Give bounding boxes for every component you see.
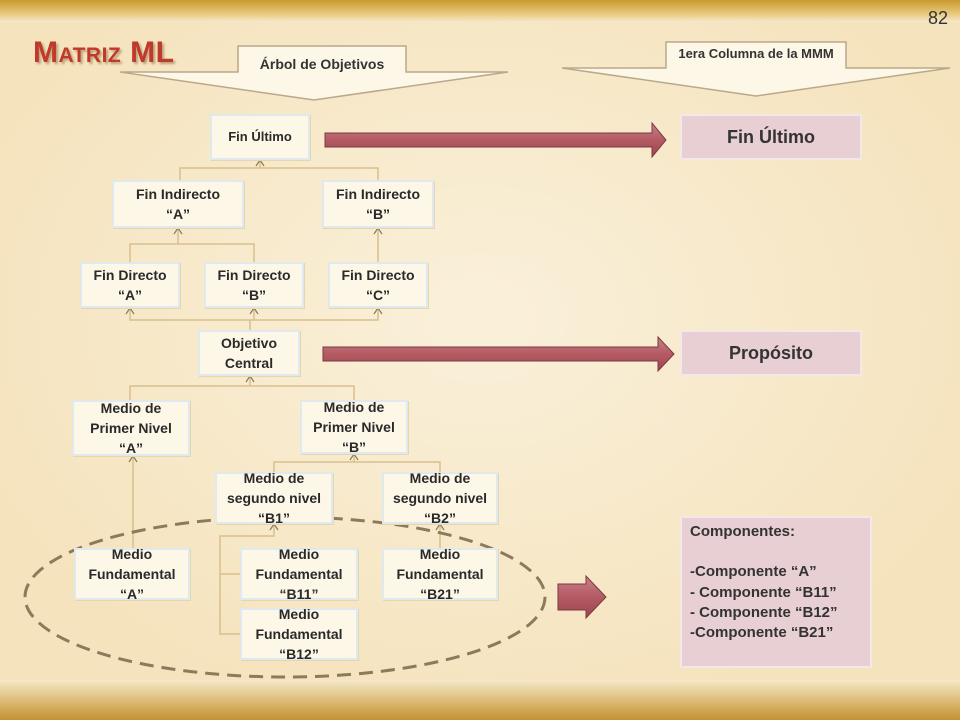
node-fin-indirecto-a: Fin Indirecto “A” xyxy=(112,180,244,228)
node-medio-fund-a: Medio Fundamental “A” xyxy=(74,546,190,602)
node-medio-segundo-b2: Medio de segundo nivel “B2” xyxy=(382,470,498,526)
dashed-ellipse xyxy=(23,515,547,679)
componente-item: -Componente “A” xyxy=(690,563,817,581)
node-medio-fund-b21: Medio Fundamental “B21” xyxy=(382,546,498,602)
componente-item: - Componente “B12” xyxy=(690,603,838,621)
header-left-label: Árbol de Objetivos xyxy=(259,56,385,72)
node-medio-primer-a: Medio de Primer Nivel “A” xyxy=(72,400,190,456)
mmm-fin-ultimo: Fin Último xyxy=(680,114,862,160)
header-right-label: 1era Columna de la MMM xyxy=(678,46,834,61)
arrow-proposito xyxy=(322,335,675,373)
node-medio-segundo-b1: Medio de segundo nivel “B1” xyxy=(215,470,333,526)
node-medio-primer-b: Medio de Primer Nivel “B” xyxy=(300,399,408,455)
node-fin-ultimo: Fin Último xyxy=(210,114,310,160)
node-fin-indirecto-b: Fin Indirecto “B” xyxy=(322,180,434,228)
top-band xyxy=(0,0,960,22)
node-fin-directo-c: Fin Directo “C” xyxy=(328,262,428,308)
bottom-band xyxy=(0,680,960,720)
slide-title: Matriz ML xyxy=(33,36,175,69)
mmm-proposito: Propósito xyxy=(680,330,862,376)
componentes-title: Componentes: xyxy=(690,523,795,540)
node-medio-fund-b12: Medio Fundamental “B12” xyxy=(240,606,358,662)
node-fin-directo-b: Fin Directo “B” xyxy=(204,262,304,308)
arrow-componentes xyxy=(557,574,607,620)
componente-item: - Componente “B11” xyxy=(690,583,837,601)
header-arrow-left xyxy=(119,45,509,101)
page-number: 82 xyxy=(927,8,948,28)
arrow-fin xyxy=(324,121,667,159)
mmm-componentes: Componentes: -Componente “A” - Component… xyxy=(680,516,872,668)
node-medio-fund-b11: Medio Fundamental “B11” xyxy=(240,546,358,602)
node-objetivo-central: Objetivo Central xyxy=(198,330,300,376)
node-fin-directo-a: Fin Directo “A” xyxy=(80,262,180,308)
header-arrow-right xyxy=(561,41,951,97)
componente-item: -Componente “B21” xyxy=(690,624,834,641)
